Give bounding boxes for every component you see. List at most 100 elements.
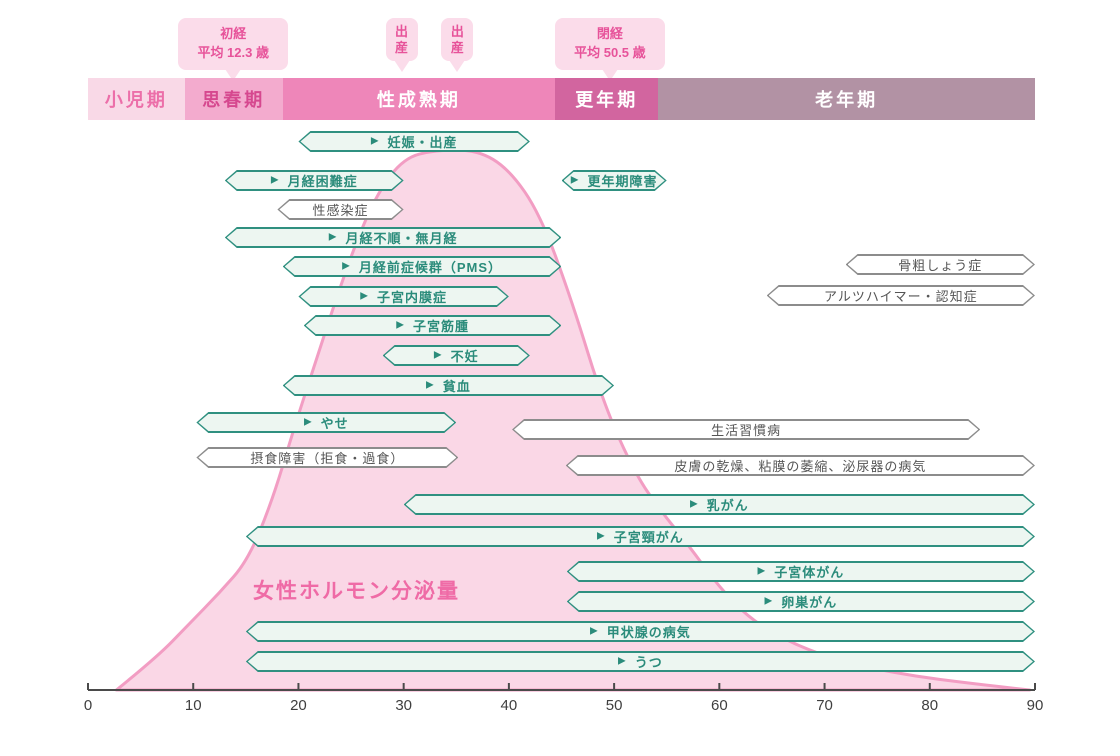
triangle-marker-icon: ▶ [360, 290, 369, 301]
bubble-tail-icon [393, 60, 410, 73]
triangle-marker-icon: ▶ [426, 379, 435, 390]
condition-band-label: 月経前症候群（PMS） [358, 260, 502, 275]
x-axis-tick-label: 70 [816, 697, 833, 714]
condition-band-fill: ▶ 不妊 [385, 347, 528, 364]
x-axis-tick-label: 40 [500, 697, 518, 714]
condition-band-label: うつ [634, 655, 663, 670]
event-bubble-text: 出 [395, 24, 409, 39]
condition-band-fill: ▶ 甲状腺の病気 [248, 623, 1033, 640]
condition-band-label: 卵巣がん [781, 595, 838, 610]
triangle-marker-icon: ▶ [590, 625, 599, 636]
triangle-marker-icon: ▶ [270, 174, 280, 185]
condition-band: 骨粗しょう症 [846, 254, 1035, 275]
condition-band-label: 月経不順・無月経 [345, 231, 458, 246]
life-stage-segment: 性成熟期 [282, 78, 556, 120]
condition-band-fill: ▶月経前症候群（PMS） [285, 258, 560, 275]
life-stage-label: 小児期 [104, 90, 168, 110]
x-axis-tick-label: 0 [83, 697, 93, 714]
x-axis-tick-label: 80 [921, 697, 939, 714]
condition-band-fill: 生活習慣病 [514, 421, 978, 438]
condition-band-fill: ▶子宮体がん [569, 563, 1033, 580]
event-bubble-text: 産 [395, 39, 409, 55]
triangle-marker-icon: ▶ [370, 135, 380, 146]
event-bubble: 出産 [385, 18, 418, 73]
event-bubble-text: 閉経 [596, 26, 623, 41]
condition-band-fill: ▶ 更年期障害 [564, 172, 665, 189]
event-bubble: 出産 [441, 18, 474, 73]
condition-band-fill: ▶ 妊娠・出産 [300, 133, 527, 150]
condition-band: ▶子宮体がん [567, 561, 1035, 582]
life-stage-bar: 小児期 思春期性成熟期更年期 老年期 [0, 78, 1120, 120]
condition-band-label: 甲状腺の病気 [606, 625, 691, 640]
condition-band: ▶ 月経不順・無月経 [225, 227, 562, 248]
condition-band-fill: 摂食障害（拒食・過食） [198, 449, 456, 466]
life-stage-label: 更年期 [575, 90, 639, 110]
triangle-marker-icon: ▶ [570, 174, 580, 185]
condition-band: ▶やせ [196, 412, 456, 433]
condition-band-label: 更年期障害 [587, 174, 658, 189]
bubble-tail-icon [601, 68, 618, 81]
event-bubbles: 初経平均 12.3 歳出産出産閉経平均 50.5 歳 [0, 0, 1120, 81]
condition-band: ▶ 卵巣がん [567, 591, 1035, 612]
condition-band: ▶貧血 [283, 375, 614, 396]
event-bubble: 初経平均 12.3 歳 [178, 18, 289, 81]
condition-band: ▶ 更年期障害 [562, 170, 667, 191]
hormone-curve-label: 女性ホルモン分泌量 [253, 580, 460, 603]
condition-band-label: 子宮内膜症 [377, 290, 448, 305]
bubble-tail-icon [449, 60, 466, 73]
condition-band: ▶ 月経困難症 [225, 170, 404, 191]
triangle-marker-icon: ▶ [433, 349, 443, 360]
x-axis-tick-label: 50 [605, 697, 623, 714]
condition-band-fill: ▶ 子宮筋腫 [306, 317, 560, 334]
condition-band-label: アルツハイマー・認知症 [824, 289, 978, 304]
condition-band-fill: ▶ 乳がん [406, 496, 1033, 513]
condition-band: ▶ うつ [246, 651, 1035, 672]
condition-band: ▶ 乳がん [404, 494, 1035, 515]
condition-band-label: 妊娠・出産 [387, 135, 458, 150]
condition-band: 生活習慣病 [512, 419, 980, 440]
triangle-marker-icon: ▶ [597, 530, 606, 541]
event-bubble-text: 平均 50.5 歳 [574, 44, 646, 60]
condition-band-label: 月経困難症 [287, 174, 358, 189]
life-stage-segment: 老年期 [658, 78, 1035, 120]
condition-band: ▶ 妊娠・出産 [298, 131, 529, 152]
condition-band: アルツハイマー・認知症 [767, 285, 1035, 306]
condition-band-label: 不妊 [450, 349, 479, 364]
life-stage-label: 思春期 [202, 90, 266, 110]
condition-band-fill: ▶やせ [198, 414, 454, 431]
x-axis-tick-label: 30 [395, 697, 412, 714]
condition-band-label: 乳がん [706, 498, 749, 513]
triangle-marker-icon: ▶ [328, 231, 338, 242]
condition-band-label: 子宮筋腫 [412, 319, 469, 334]
triangle-marker-icon: ▶ [618, 655, 627, 666]
life-stage-segment: 更年期 [555, 78, 659, 120]
triangle-marker-icon: ▶ [396, 319, 405, 330]
triangle-marker-icon: ▶ [689, 498, 699, 509]
condition-band-label: 生活習慣病 [711, 423, 782, 438]
condition-band-fill: ▶ 子宮内膜症 [300, 288, 506, 305]
condition-band-fill: ▶ 月経困難症 [227, 172, 402, 189]
condition-band-fill: ▶ 卵巣がん [569, 593, 1033, 610]
condition-band: 摂食障害（拒食・過食） [196, 447, 458, 468]
x-axis-tick-label: 60 [710, 697, 728, 714]
condition-band-fill: ▶ うつ [248, 653, 1033, 670]
event-bubble-text: 初経 [220, 26, 247, 41]
x-axis-tick-label: 20 [290, 697, 307, 714]
condition-band-fill: ▶貧血 [285, 377, 612, 394]
condition-band-label: 子宮体がん [774, 565, 845, 580]
condition-band: ▶ 子宮頸がん [246, 526, 1035, 547]
condition-band-label: 子宮頸がん [613, 530, 684, 545]
life-stage-segment: 小児期 [88, 78, 185, 120]
condition-band-fill: 皮膚の乾燥、粘膜の萎縮、泌尿器の病気 [568, 457, 1033, 474]
condition-band: ▶ 子宮内膜症 [298, 286, 508, 307]
life-stage-label: 老年期 [815, 90, 879, 110]
condition-band: ▶ 不妊 [383, 345, 530, 366]
triangle-marker-icon: ▶ [764, 595, 774, 606]
condition-band: 皮膚の乾燥、粘膜の萎縮、泌尿器の病気 [566, 455, 1035, 476]
condition-band: ▶月経前症候群（PMS） [283, 256, 562, 277]
bubble-tail-icon [225, 68, 242, 81]
event-bubble-text: 産 [450, 39, 464, 55]
